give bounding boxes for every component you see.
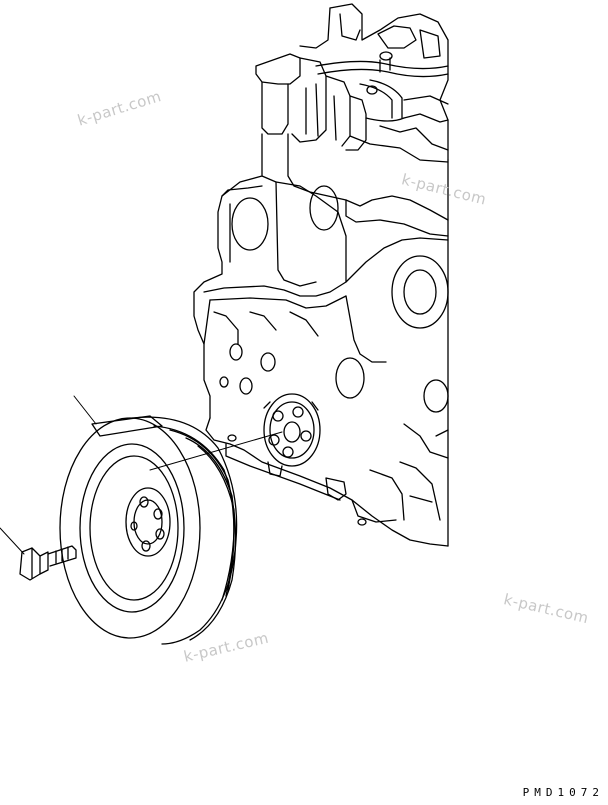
pulley-bolt: [19, 545, 77, 581]
bolt-leader-line: [0, 527, 25, 555]
pulley-leader-line: [73, 395, 97, 425]
crank-pulley: [59, 415, 238, 645]
alignment-line: [149, 431, 283, 471]
crankshaft-hub: [263, 393, 321, 467]
engine-block: [193, 3, 449, 547]
figure-code: PMD1072: [522, 786, 604, 799]
